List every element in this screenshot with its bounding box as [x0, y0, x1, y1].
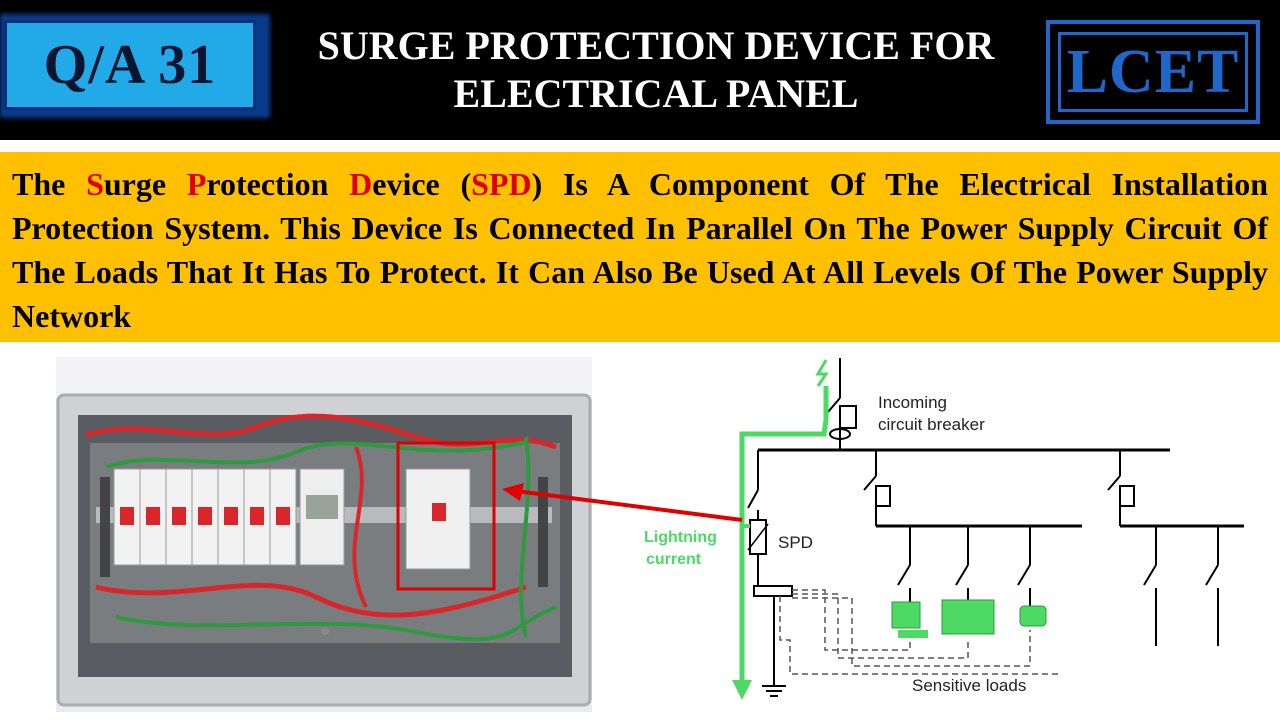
desc-word-the: The — [12, 166, 87, 202]
sensitive-loads-label: Sensitive loads — [912, 676, 1026, 695]
photo-wall — [56, 357, 592, 397]
mcb-5 — [217, 468, 245, 566]
branch-3-switch — [1017, 564, 1031, 586]
mcb-toggle-4 — [198, 507, 212, 525]
lightning-arrow-head — [732, 680, 752, 700]
question-badge: Q/A 31 — [4, 20, 256, 110]
desc-letter-s: S — [86, 166, 104, 202]
description-text: The Surge Protection Device (SPD) Is A C… — [12, 162, 1268, 338]
divider — [0, 140, 1280, 152]
desc-letter-d: D — [349, 166, 373, 202]
desc-rest: ) Is A Component Of The Electrical Insta… — [12, 166, 1269, 334]
feeder-2-switch — [1107, 475, 1121, 491]
logo-text: LCET — [1066, 37, 1240, 106]
branch-2-switch — [955, 564, 969, 586]
incoming-breaker-box — [839, 405, 857, 429]
question-number: Q/A 31 — [43, 34, 217, 96]
red-wire-lower — [95, 582, 527, 618]
earth-dash-1 — [792, 589, 911, 651]
desc-word-rotection: rotection — [206, 166, 350, 202]
feeder-1-switch — [863, 475, 877, 491]
incoming-ct — [829, 428, 851, 440]
title-line-1: SURGE PROTECTION DEVICE FOR — [317, 23, 995, 68]
green-wire — [105, 440, 527, 469]
spd-highlight-box — [396, 441, 496, 591]
terminal-block-right — [538, 477, 548, 587]
branch-5-switch — [1205, 564, 1219, 586]
earth-bar — [753, 585, 793, 597]
branch-1-switch — [897, 564, 911, 586]
desc-letter-p: P — [186, 166, 207, 202]
mcb-toggle-3 — [172, 507, 186, 525]
lightning-icon — [815, 359, 829, 387]
feeder-1-breaker — [875, 485, 891, 507]
spd-schematic: Incoming circuit breaker SPD — [644, 358, 1244, 700]
lcet-logo: LCET — [1046, 20, 1260, 124]
mcb-toggle-2 — [146, 507, 160, 525]
mcb-toggle-5 — [224, 507, 238, 525]
desc-spd-acronym: SPD — [471, 166, 532, 202]
terminal-block-left — [100, 477, 110, 577]
feeder-2-breaker — [1119, 485, 1135, 507]
earth-dash-3 — [792, 597, 1031, 667]
monitor-load-icon — [941, 599, 995, 635]
incoming-switch — [827, 397, 841, 413]
desc-word-urge: urge — [103, 166, 187, 202]
desc-word-evice: evice ( — [372, 166, 472, 202]
lightning-label-1: Lightning — [644, 529, 717, 546]
spd-toggle — [432, 503, 446, 521]
spd-label: SPD — [778, 533, 813, 552]
mcb-toggle-6 — [250, 507, 264, 525]
arrow-shaft — [515, 489, 743, 522]
header-bar: Q/A 31 SURGE PROTECTION DEVICE FOR ELECT… — [0, 0, 1280, 140]
description-panel: The Surge Protection Device (SPD) Is A C… — [0, 152, 1280, 342]
red-wire-vertical — [352, 446, 368, 608]
dashed-earth-lines — [779, 589, 1060, 675]
panel-photo — [56, 357, 592, 712]
earth-dash-4 — [779, 596, 1060, 675]
spd-varistor-line — [747, 523, 769, 551]
keyboard-load-icon — [898, 630, 928, 638]
incoming-label-2: circuit breaker — [878, 415, 985, 434]
green-wire-lower — [115, 605, 557, 642]
arrow-head — [502, 483, 524, 501]
load-branches — [897, 526, 1219, 646]
green-wire-vertical — [519, 436, 531, 638]
logo-inner-frame — [1058, 32, 1248, 112]
page-title: SURGE PROTECTION DEVICE FOR ELECTRICAL P… — [272, 22, 1040, 118]
spd-disconnector — [747, 489, 759, 509]
mcb-toggle-1 — [120, 507, 134, 525]
enclosure-screw — [321, 627, 329, 635]
phone-load-icon — [1019, 605, 1047, 627]
incoming-label-1: Incoming — [878, 393, 947, 412]
branch-4-switch — [1143, 564, 1157, 586]
title-line-2: ELECTRICAL PANEL — [453, 71, 859, 116]
computer-load-icon — [891, 601, 921, 629]
earth-dash-2 — [792, 593, 969, 659]
mcb-row — [113, 468, 297, 566]
pointer-arrow — [502, 483, 743, 522]
lightning-label-2: current — [646, 551, 702, 568]
timer-display — [306, 495, 338, 519]
mcb-toggle-7 — [276, 507, 290, 525]
